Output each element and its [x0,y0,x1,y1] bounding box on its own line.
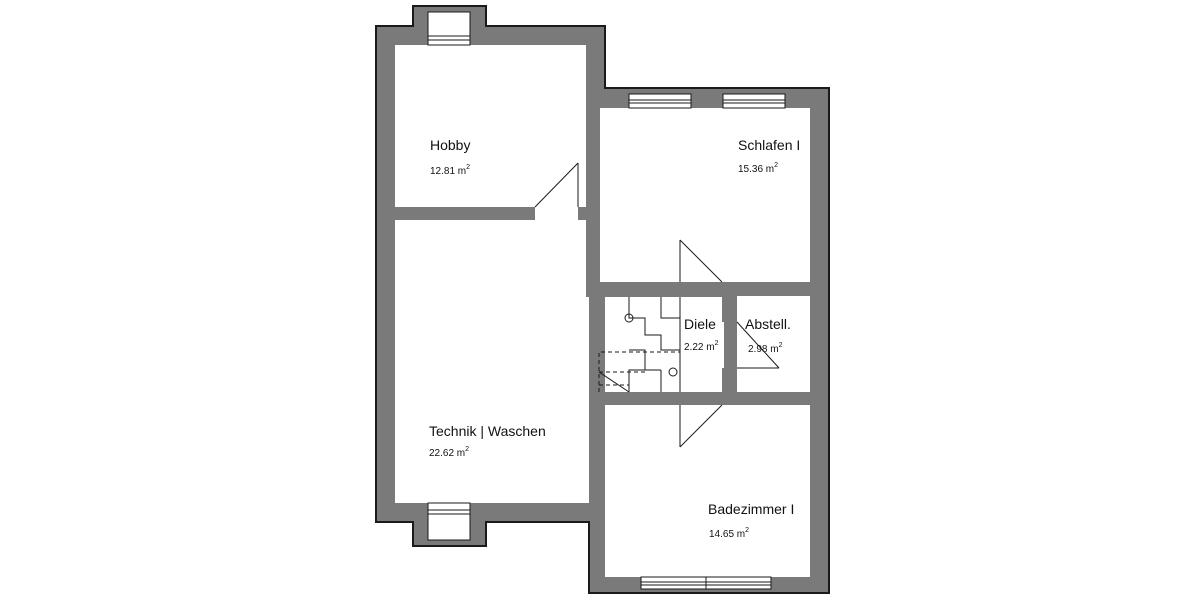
window-schlafen-left [628,93,692,109]
room-name-abstell: Abstell. [745,316,791,332]
wall-abstell-bad [722,392,829,405]
room-badezimmer: Badezimmer I 14.65 m2 [708,501,794,540]
room-name-diele: Diele [684,316,716,332]
room-name-hobby: Hobby [430,137,470,153]
wall-schlafen-abstell [722,282,829,296]
room-area-badezimmer: 14.65 m2 [709,527,749,540]
door-bad [679,404,723,448]
room-schlafen: Schlafen I 15.36 m2 [738,137,800,175]
wall-stub-hobby [578,207,586,220]
wall-hobby-technik [395,207,535,220]
wall-abstell-left [722,296,737,322]
room-area-technik: 22.62 m2 [429,446,469,459]
room-diele: Diele 2.22 m2 [684,316,719,353]
staircase [598,297,680,393]
room-hobby: Hobby 12.81 m2 [430,137,470,177]
room-abstell: Abstell. 2.98 m2 [745,316,791,355]
outer-outline [375,5,830,594]
room-area-schlafen: 15.36 m2 [738,162,778,175]
window-bad [640,576,772,590]
door-hobby [534,162,579,208]
wall-schlafen-diele [589,282,680,297]
room-name-badezimmer: Badezimmer I [708,501,794,517]
room-name-technik: Technik | Waschen [429,423,546,439]
room-name-schlafen: Schlafen I [738,137,800,153]
room-area-hobby: 12.81 m2 [430,164,470,177]
window-hobby [427,11,471,46]
door-abstell [736,321,780,369]
room-technik: Technik | Waschen 22.62 m2 [429,423,546,459]
wall-structure [376,6,829,593]
wall-diele-bad [589,392,680,405]
window-technik [427,502,471,541]
window-schlafen-right [722,93,786,109]
door-schlafen [679,239,723,283]
room-area-abstell: 2.98 m2 [748,342,783,355]
room-area-diele: 2.22 m2 [684,340,719,353]
